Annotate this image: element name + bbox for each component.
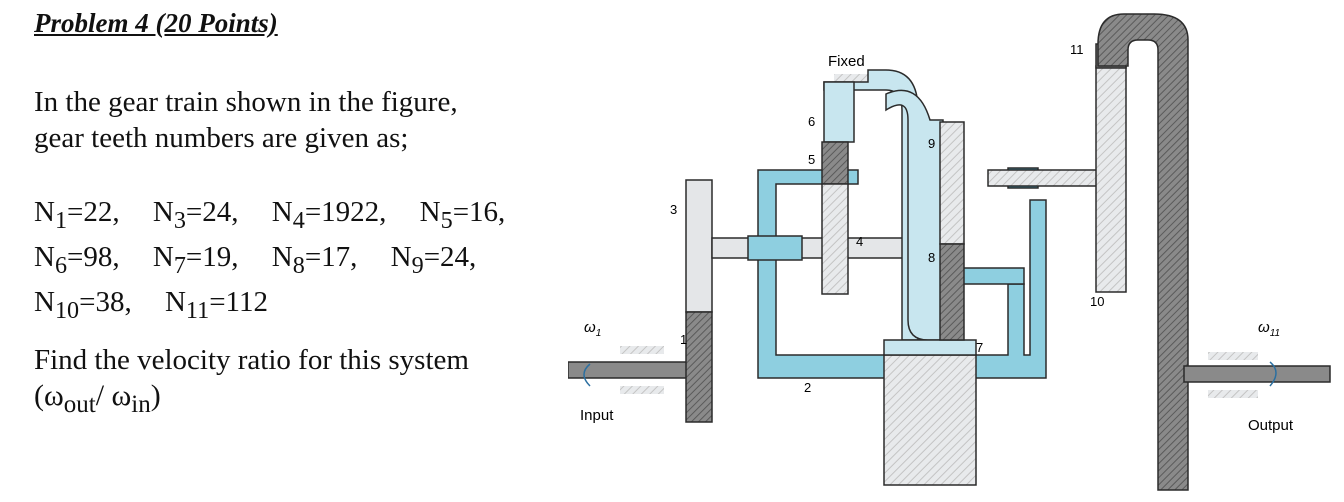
output-bearing-top xyxy=(1208,352,1258,360)
teeth-list: N1=22, N3=24, N4=1922, N5=16, N6=98, N7=… xyxy=(34,194,531,328)
teeth-n10: N10=38, xyxy=(34,285,132,324)
teeth-n3: N3=24, xyxy=(152,196,239,234)
central-member-7 xyxy=(883,89,977,486)
gear-label-4: 4 xyxy=(856,234,863,249)
gear-11-output xyxy=(1097,13,1189,491)
teeth-row-2: N6=98, N7=19, N8=17, N9=24, xyxy=(34,239,531,284)
gear-label-2: 2 xyxy=(804,380,811,395)
gear-label-7: 7 xyxy=(976,340,983,355)
teeth-n11: N11=112 xyxy=(164,285,268,324)
gear-label-3: 3 xyxy=(670,202,677,217)
gear-label-9: 9 xyxy=(928,136,935,151)
gear-10-link xyxy=(987,169,1101,187)
question-line-2: (ωout/ ωin) xyxy=(34,379,161,418)
question-line-1: Find the velocity ratio for this system xyxy=(34,344,469,376)
teeth-n4: N4=1922, xyxy=(271,196,387,234)
teeth-n1: N1=22, xyxy=(34,196,120,234)
gear-label-8: 8 xyxy=(928,250,935,265)
teeth-row-3: N10=38, N11=112 xyxy=(34,284,531,329)
input-bearing-top xyxy=(620,346,664,354)
omega-in-label: ω1 xyxy=(584,319,601,339)
teeth-row-1: N1=22, N3=24, N4=1922, N5=16, xyxy=(34,194,531,239)
teeth-n9: N9=24, xyxy=(390,240,477,279)
gear-3-shaft xyxy=(711,237,909,259)
question-text: Find the velocity ratio for this system … xyxy=(34,342,469,423)
gear-10 xyxy=(1095,43,1127,293)
intro-line-2: gear teeth numbers are given as; xyxy=(34,122,409,154)
input-shaft xyxy=(568,346,689,394)
gear-train-diagram: Fixed Input Output ω1 ω11 1 2 3 4 5 6 7 … xyxy=(568,13,1331,491)
gear-8-9 xyxy=(939,121,965,341)
output-rotation-arrow xyxy=(1269,361,1277,387)
input-bearing-bottom xyxy=(620,386,664,394)
output-bearing-bottom xyxy=(1208,390,1258,398)
output-label: Output xyxy=(1248,417,1294,434)
teeth-n7: N7=19, xyxy=(152,240,239,279)
fixed-label: Fixed xyxy=(828,53,865,70)
intro-text: In the gear train shown in the figure, g… xyxy=(34,84,458,156)
planet-gear-4-5 xyxy=(821,141,849,295)
problem-heading: Problem 4 (20 Points) xyxy=(34,8,278,38)
gear-1 xyxy=(685,179,713,423)
gear-label-1: 1 xyxy=(680,332,687,347)
gear-label-5: 5 xyxy=(808,152,815,167)
fixed-ground xyxy=(834,74,878,82)
omega-out-label: ω11 xyxy=(1258,319,1280,339)
teeth-n6: N6=98, xyxy=(34,240,120,279)
output-shaft xyxy=(1183,352,1331,398)
intro-line-1: In the gear train shown in the figure, xyxy=(34,86,458,118)
teeth-n5: N5=16, xyxy=(419,196,506,234)
input-rotation-arrow xyxy=(583,363,591,387)
teeth-n8: N8=17, xyxy=(271,240,358,279)
gear-label-10: 10 xyxy=(1090,294,1104,309)
gear-label-11: 11 xyxy=(1070,42,1084,57)
gear-label-6: 6 xyxy=(808,114,815,129)
input-label: Input xyxy=(580,407,614,424)
